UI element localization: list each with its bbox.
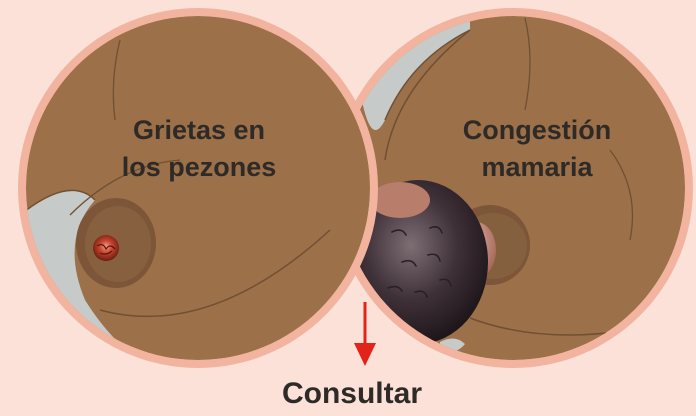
title-line-1: Congestión [463, 115, 612, 145]
panel-cracked-nipples [18, 8, 378, 368]
consult-label: Consultar [282, 377, 422, 410]
title-line-2: los pezones [122, 152, 277, 182]
panel-breast-engorgement [333, 8, 693, 368]
title-line-1: Grietas en [133, 115, 265, 145]
title-line-2: mamaria [481, 152, 593, 182]
